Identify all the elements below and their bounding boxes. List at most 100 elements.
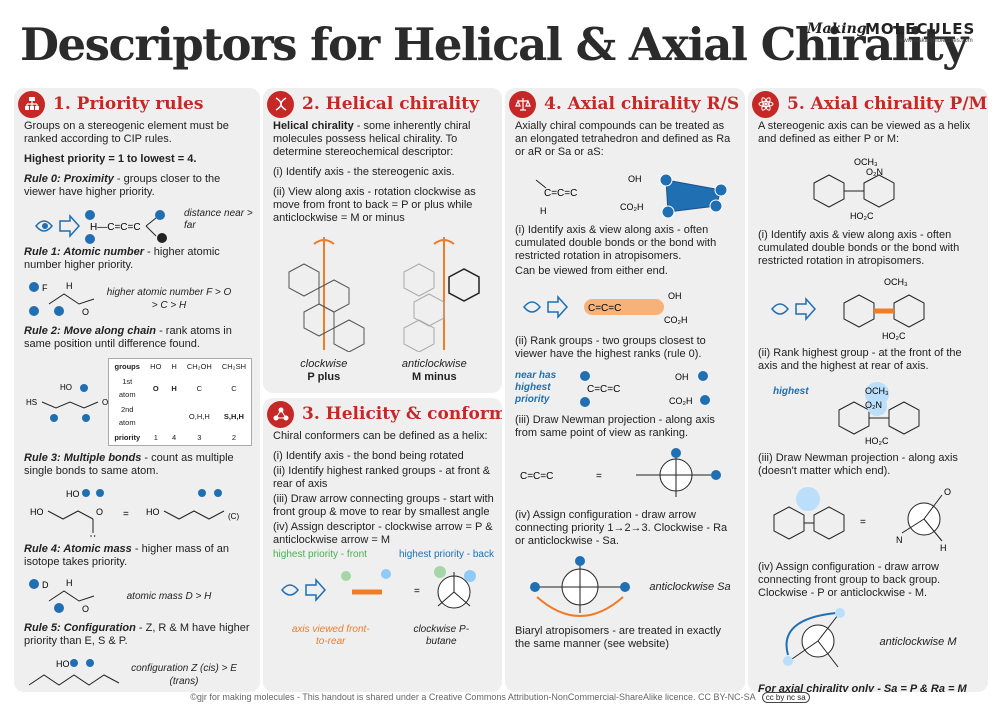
svg-text:C=C=C: C=C=C bbox=[544, 188, 577, 199]
label-clockwise: clockwise bbox=[300, 358, 348, 370]
svg-text:O: O bbox=[944, 487, 951, 497]
rule2-diagram: HS HOOH bbox=[26, 383, 108, 422]
label-m-minus: M minus bbox=[411, 371, 457, 383]
svg-text:CO₂H: CO₂H bbox=[669, 396, 693, 406]
panel3-step1: (i) Identify axis - the bond being rotat… bbox=[273, 450, 464, 462]
svg-text:O: O bbox=[82, 307, 89, 317]
rule0: Rule 0: Proximity - groups closer to the… bbox=[24, 173, 252, 199]
rule5-note: configuration Z (cis) > E (trans) bbox=[131, 663, 237, 687]
table-cell: H bbox=[171, 362, 177, 371]
svg-text:CO₂H: CO₂H bbox=[664, 315, 688, 325]
panel2-step2: (ii) View along axis - rotation clockwis… bbox=[273, 186, 476, 224]
rule5: Rule 5: Configuration - Z, R & M have hi… bbox=[24, 622, 252, 648]
svg-text:=: = bbox=[860, 517, 866, 528]
panel5-step2: (ii) Rank highest group - at the front o… bbox=[758, 347, 962, 372]
label-axis-viewed: axis viewed front-to-rear bbox=[291, 624, 370, 647]
panel5-title: 5. Axial chirality P/M bbox=[787, 94, 988, 114]
table-cell: 4 bbox=[172, 433, 177, 442]
label-front: highest priority - front bbox=[273, 549, 367, 560]
table-cell: 2nd atom bbox=[118, 405, 136, 427]
panel3-header: 3. Helicity & conformers bbox=[263, 398, 502, 430]
svg-text:HO₂C: HO₂C bbox=[882, 331, 906, 341]
svg-text:=: = bbox=[596, 471, 602, 482]
rule4-text: - higher mass of an isotope takes priori… bbox=[24, 543, 230, 568]
table-cell: groups bbox=[114, 362, 140, 371]
panel4-header: 4. Axial chirality R/S bbox=[505, 88, 745, 120]
rule2: Rule 2: Move along chain - rank atoms in… bbox=[24, 325, 252, 351]
svg-text:F: F bbox=[42, 283, 48, 293]
table-cell: C bbox=[196, 383, 203, 393]
page-title: Descriptors for Helical & Axial Chiralit… bbox=[20, 18, 968, 71]
rule3: Rule 3: Multiple bonds - count as multip… bbox=[24, 452, 252, 478]
svg-text:HO: HO bbox=[56, 659, 70, 669]
panel-axial-rs: 4. Axial chirality R/S Axially chiral co… bbox=[505, 88, 745, 692]
panel1-title: 1. Priority rules bbox=[53, 94, 204, 114]
label-p-plus: P plus bbox=[307, 371, 341, 383]
svg-text:O₂N: O₂N bbox=[865, 400, 882, 410]
table-cell: 2 bbox=[231, 433, 236, 442]
rule0-note: distance near > far bbox=[184, 208, 253, 231]
panel2-step1: (i) Identify axis - the stereogenic axis… bbox=[273, 166, 455, 178]
rule4: Rule 4: Atomic mass - higher mass of an … bbox=[24, 543, 252, 569]
rule1-text: - higher atomic number higher priority. bbox=[24, 246, 220, 271]
rule1: Rule 1: Atomic number - higher atomic nu… bbox=[24, 246, 252, 272]
brand-logo: Making MOLECULES www.makingmolecules.com bbox=[807, 16, 982, 66]
rule3-title: Rule 3: Multiple bonds bbox=[24, 452, 142, 464]
table-cell bbox=[166, 402, 181, 430]
label-anticlockwise: anticlockwise bbox=[401, 358, 467, 370]
molecule-icon bbox=[267, 400, 294, 428]
rule0-title: Rule 0: Proximity bbox=[24, 173, 114, 185]
cc-license-badge[interactable]: cc by nc sa bbox=[761, 692, 810, 703]
footer-text: ©gjr for making molecules - This handout… bbox=[190, 692, 756, 702]
newman-sa-diagram bbox=[530, 556, 630, 617]
table-cell bbox=[145, 402, 166, 430]
svg-text:OCH₃: OCH₃ bbox=[865, 386, 889, 396]
label-highest: highest bbox=[773, 386, 809, 397]
svg-text:H: H bbox=[90, 534, 96, 537]
svg-text:OH: OH bbox=[675, 372, 689, 382]
biaryl-ranking-diagram: highest OCH₃ O₂N HO₂C bbox=[773, 382, 920, 446]
panel3-step3: (iii) Draw arrow connecting groups - sta… bbox=[273, 493, 494, 518]
svg-text:HS: HS bbox=[26, 398, 37, 407]
panel5-step3: (iii) Draw Newman projection - along axi… bbox=[758, 452, 958, 477]
rule5-title: Rule 5: Configuration bbox=[24, 622, 136, 634]
panel4-biaryl: Biaryl atropisomers - are treated in exa… bbox=[515, 625, 722, 650]
newman-pm-diagram: = ONH bbox=[773, 487, 951, 553]
panel3-intro: Chiral conformers can be defined as a he… bbox=[273, 430, 488, 442]
panel4-intro: Axially chiral compounds can be treated … bbox=[515, 120, 731, 158]
table-row: 2nd atom O,H,H S,H,H bbox=[109, 402, 252, 430]
svg-text:H: H bbox=[940, 543, 947, 553]
panel3-step2: (ii) Identify highest ranked groups - at… bbox=[273, 465, 491, 490]
rule2-title: Rule 2: Move along chain bbox=[24, 325, 157, 337]
panel1-header: 1. Priority rules bbox=[14, 88, 260, 120]
brand-url: www.makingmolecules.com bbox=[899, 38, 973, 44]
svg-text:OCH₃: OCH₃ bbox=[854, 157, 878, 167]
panel5-intro: A stereogenic axis can be viewed as a he… bbox=[758, 120, 971, 145]
svg-text:H: H bbox=[66, 578, 73, 588]
rule1-title: Rule 1: Atomic number bbox=[24, 246, 144, 258]
svg-text:H—C=C=C: H—C=C=C bbox=[90, 222, 141, 233]
rule1-note: higher atomic number F > O > C > H bbox=[106, 287, 232, 311]
panel2-header: 2. Helical chirality bbox=[263, 88, 502, 120]
panel5-step4: (iv) Assign configuration - draw arrow c… bbox=[758, 561, 941, 599]
svg-text:HO₂C: HO₂C bbox=[850, 211, 874, 221]
priority-table: groups HO H CH₂OH CH₂SH 1st atom O H C C… bbox=[108, 358, 252, 446]
table-cell: CH₂OH bbox=[186, 362, 212, 371]
footer: ©gjr for making molecules - This handout… bbox=[0, 692, 1000, 703]
helicene-diagram bbox=[288, 237, 480, 352]
brand-making: Making bbox=[807, 21, 867, 37]
table-cell: priority bbox=[114, 433, 141, 442]
panel4-step2: (ii) Rank groups - two groups closest to… bbox=[515, 335, 706, 360]
svg-text:H: H bbox=[540, 206, 547, 216]
table-cell: S,H,H bbox=[223, 411, 244, 421]
panel1-intro: Groups on a stereogenic element must be … bbox=[24, 120, 229, 145]
panel1-highest: Highest priority = 1 to lowest = 4. bbox=[24, 153, 197, 165]
panel4-step4: (iv) Assign configuration - draw arrow c… bbox=[515, 509, 728, 547]
table-row: priority 1 4 3 2 bbox=[109, 430, 252, 446]
rule4-title: Rule 4: Atomic mass bbox=[24, 543, 132, 555]
table-cell: HO bbox=[150, 362, 162, 371]
svg-text:HO₂C: HO₂C bbox=[865, 436, 889, 446]
